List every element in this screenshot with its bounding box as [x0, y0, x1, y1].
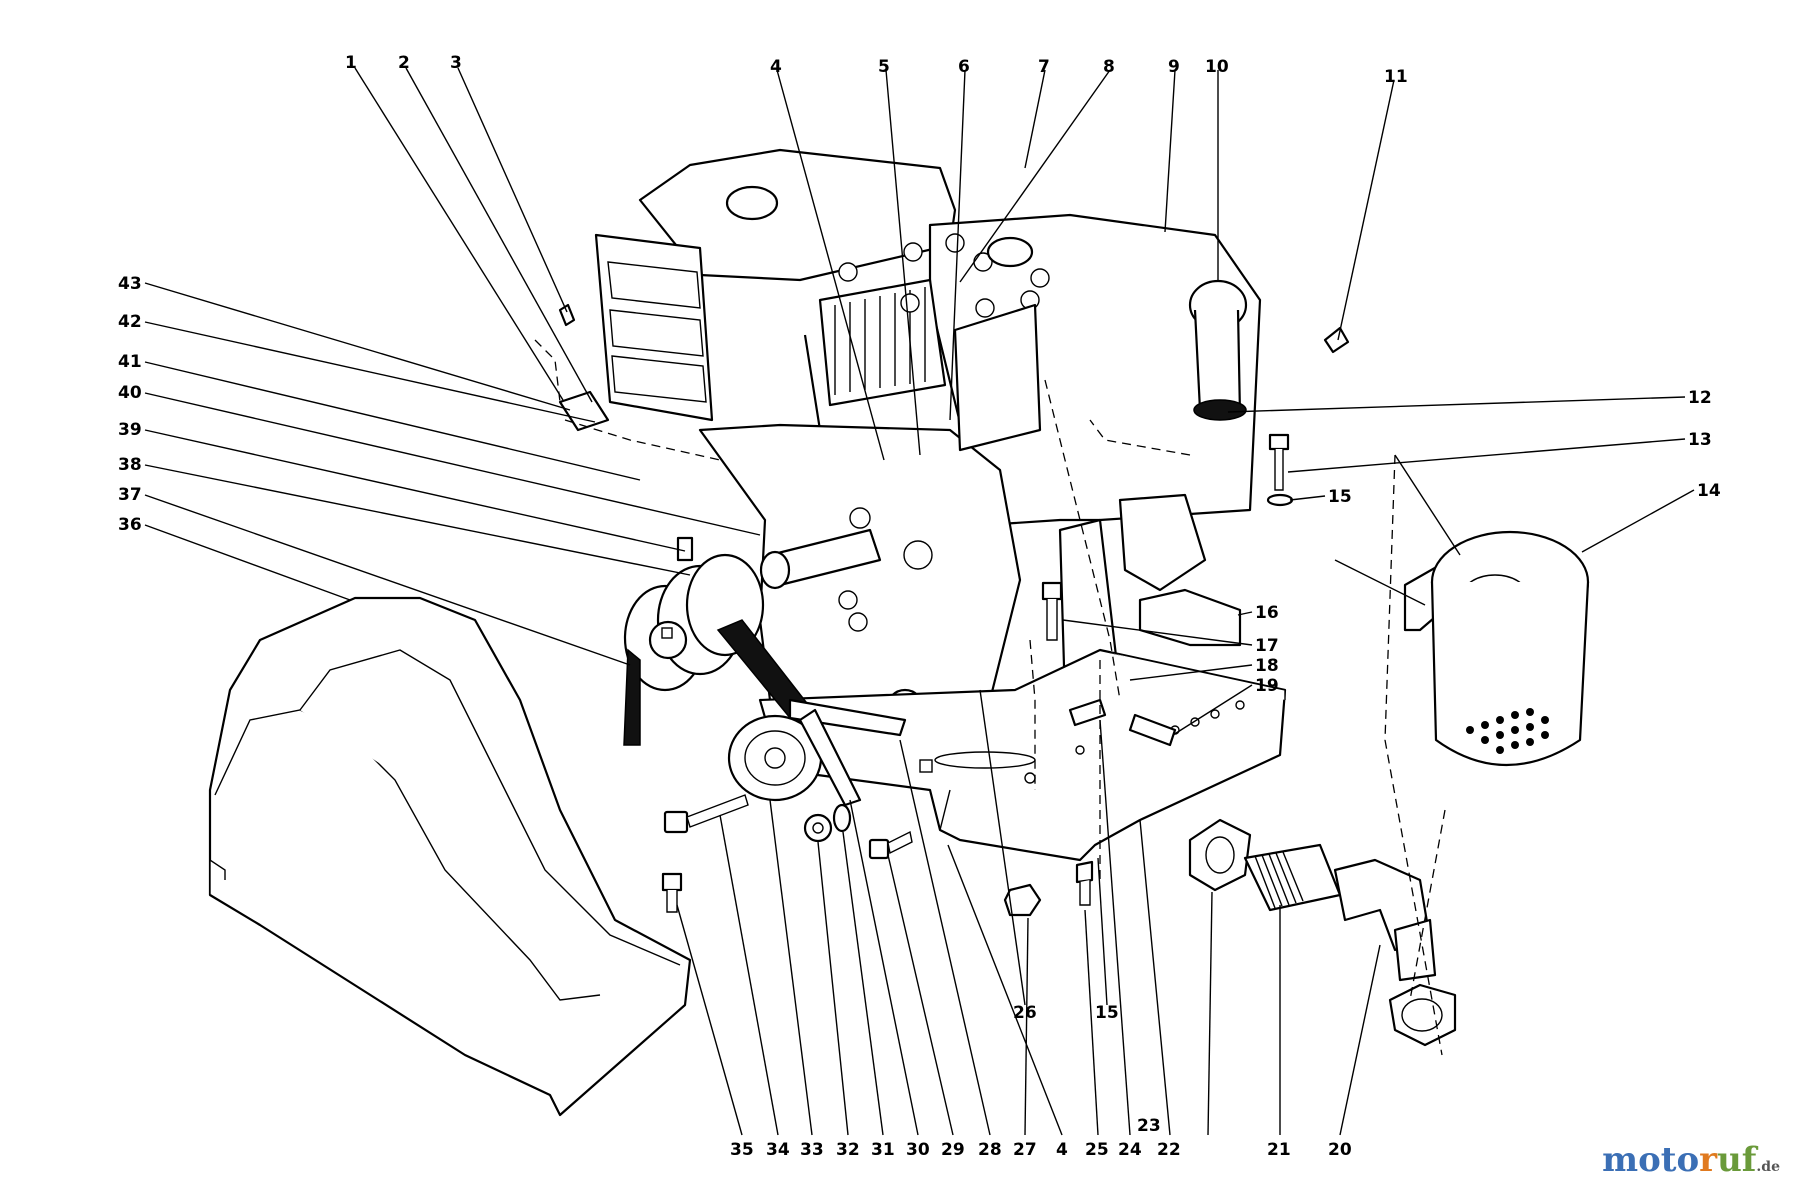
callout-9: 9 [1168, 57, 1180, 77]
callout-38: 38 [118, 455, 142, 475]
watermark-part-2: r [1699, 1140, 1718, 1180]
callout-26: 26 [1013, 1003, 1037, 1023]
intake-pipe-fittings [1188, 818, 1457, 1047]
watermark-part-3: uf [1717, 1140, 1757, 1180]
callout-13: 13 [1688, 430, 1712, 450]
callout-23: 23 [1137, 1116, 1161, 1136]
callout-16: 16 [1255, 603, 1279, 623]
watermark-logo: motoruf.de [1602, 1140, 1780, 1180]
callout-36: 36 [118, 515, 142, 535]
callout-42: 42 [118, 312, 142, 332]
callout-10: 10 [1205, 57, 1229, 77]
callout-39: 39 [118, 420, 142, 440]
callout-20: 20 [1328, 1140, 1352, 1160]
callout-30: 30 [906, 1140, 930, 1160]
belt-guard [208, 596, 692, 1117]
callout-27: 27 [1013, 1140, 1037, 1160]
callout-4b: 4 [1056, 1140, 1068, 1160]
callout-37: 37 [118, 485, 142, 505]
callout-41: 41 [118, 352, 142, 372]
callout-43: 43 [118, 274, 142, 294]
callout-7: 7 [1038, 57, 1050, 77]
air-cleaner [1403, 530, 1590, 766]
callout-15: 15 [1328, 487, 1352, 507]
callout-2: 2 [398, 53, 410, 73]
pulley-assembly [623, 536, 913, 860]
callout-34: 34 [766, 1140, 790, 1160]
callout-12: 12 [1688, 388, 1712, 408]
callout-5: 5 [878, 57, 890, 77]
callout-17: 17 [1255, 636, 1279, 656]
callout-24: 24 [1118, 1140, 1142, 1160]
callout-18: 18 [1255, 656, 1279, 676]
watermark-part-1: moto [1602, 1140, 1700, 1180]
callout-40: 40 [118, 383, 142, 403]
callout-32: 32 [836, 1140, 860, 1160]
callout-21: 21 [1267, 1140, 1291, 1160]
callout-28: 28 [978, 1140, 1002, 1160]
callout-31: 31 [871, 1140, 895, 1160]
callout-6: 6 [958, 57, 970, 77]
callout-leaders [144, 67, 1695, 1136]
fuel-cap [725, 185, 779, 221]
callout-labels: 1 2 3 4 5 6 7 8 9 10 11 12 13 14 15 16 1… [118, 53, 1721, 1160]
watermark-part-4: .de [1756, 1159, 1780, 1175]
callout-33: 33 [800, 1140, 824, 1160]
callout-15b: 15 [1095, 1003, 1119, 1023]
engine-base-plate [758, 588, 1287, 862]
callout-14: 14 [1697, 481, 1721, 501]
assembly-guide-lines [534, 339, 1191, 880]
callout-3: 3 [450, 53, 462, 73]
small-hardware [558, 303, 1350, 917]
callout-8: 8 [1103, 57, 1115, 77]
callout-25: 25 [1085, 1140, 1109, 1160]
callout-19: 19 [1255, 676, 1279, 696]
engine-assembly [594, 148, 1262, 728]
callout-35: 35 [730, 1140, 754, 1160]
callout-29: 29 [941, 1140, 965, 1160]
callout-4: 4 [770, 57, 782, 77]
callout-22: 22 [1157, 1140, 1181, 1160]
callout-1: 1 [345, 53, 357, 73]
callout-11: 11 [1384, 67, 1408, 87]
